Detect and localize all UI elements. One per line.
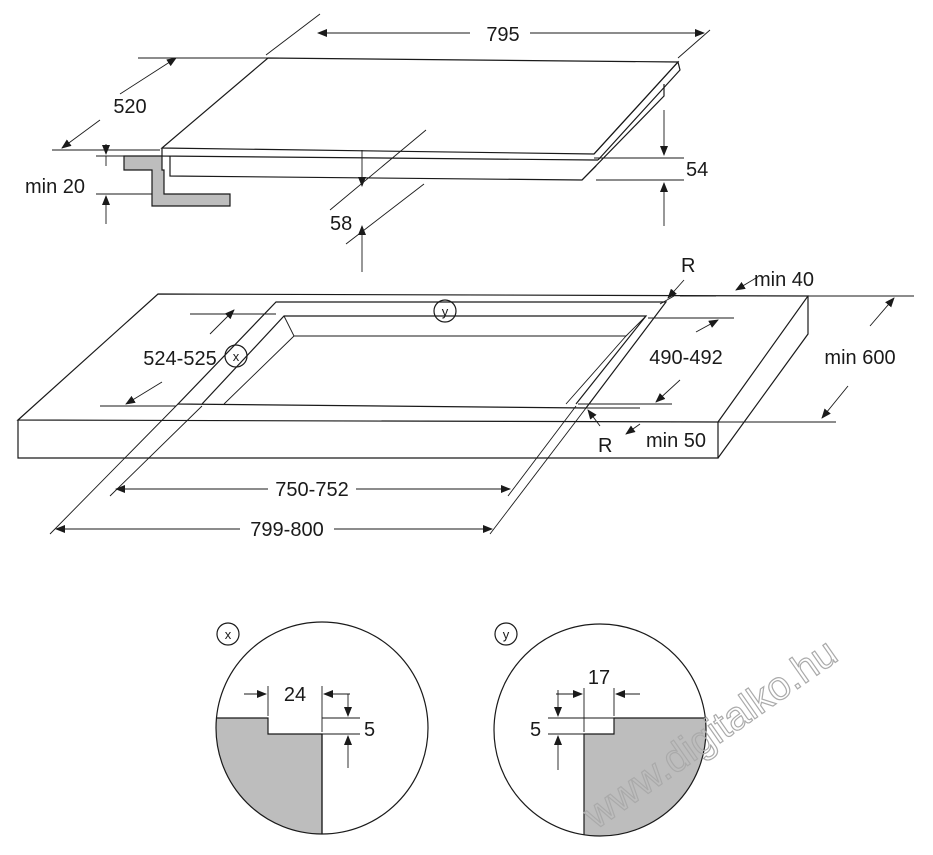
dim-799-800-label: 799-800 — [250, 519, 323, 541]
dim-799-800: 799-800 — [49, 403, 587, 541]
dim-520-label: 520 — [113, 96, 146, 118]
hob-drawing — [123, 57, 681, 207]
worktop-bracket — [123, 155, 231, 207]
dim-radius-top: R — [667, 255, 695, 299]
dim-min50-label: min 50 — [646, 430, 706, 452]
dim-54: 54 — [594, 110, 708, 226]
dim-524-525: 524-525 — [100, 309, 276, 407]
dim-750-752-label: 750-752 — [275, 479, 348, 501]
dim-min20: min 20 — [25, 144, 152, 224]
svg-text:y: y — [442, 304, 449, 319]
dim-min600: min 600 — [718, 295, 914, 423]
svg-text:x: x — [233, 349, 240, 364]
dim-min40-label: min 40 — [754, 269, 814, 291]
dim-795-label: 795 — [486, 24, 519, 46]
dim-795: 795 — [265, 13, 711, 59]
dim-min20-label: min 20 — [25, 176, 85, 198]
svg-text:x: x — [225, 627, 232, 642]
dim-520: 520 — [52, 57, 268, 151]
svg-text:y: y — [503, 627, 510, 642]
dim-490-492: 490-492 — [578, 317, 734, 405]
dim-min40: min 40 — [659, 269, 814, 305]
detail-y-step-label: 5 — [530, 719, 541, 741]
detail-x: x 24 5 — [215, 621, 429, 835]
detail-x-step-label: 5 — [364, 719, 375, 741]
detail-y-width-label: 17 — [588, 667, 610, 689]
dim-58: 58 — [329, 129, 427, 272]
worktop-drawing — [16, 293, 810, 459]
marker-x: x — [224, 344, 248, 368]
dim-524-525-label: 524-525 — [143, 348, 216, 370]
dim-750-752: 750-752 — [109, 405, 577, 501]
dim-490-492-label: 490-492 — [649, 347, 722, 369]
dim-min50: min 50 — [586, 407, 706, 452]
detail-x-width-label: 24 — [284, 684, 306, 706]
marker-y: y — [433, 299, 457, 323]
dim-58-label: 58 — [330, 213, 352, 235]
dim-radius-bottom: R — [587, 409, 612, 457]
dim-min600-label: min 600 — [824, 347, 895, 369]
radius-top-label: R — [681, 255, 695, 277]
dim-54-label: 54 — [686, 159, 708, 181]
radius-bottom-label: R — [598, 435, 612, 457]
